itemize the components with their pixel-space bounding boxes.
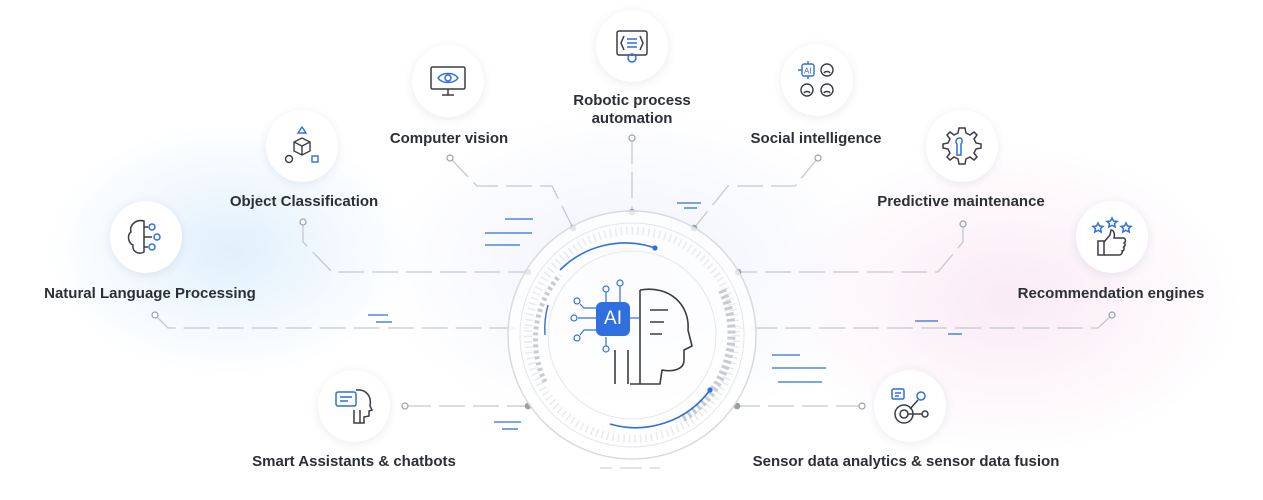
object-classification-label: Object Classification xyxy=(229,193,379,210)
shapes-cube-icon xyxy=(284,125,319,164)
ai-badge-text: AI xyxy=(604,308,622,329)
head-chat-icon xyxy=(335,389,374,424)
rpa-label-line2: automation xyxy=(591,110,673,127)
recommendation-label: Recommendation engines xyxy=(1017,285,1205,302)
recommendation-node[interactable] xyxy=(1076,201,1148,273)
computer-vision-label: Computer vision xyxy=(389,130,509,147)
brain-circuit-icon xyxy=(127,219,161,254)
predictive-maintenance-label: Predictive maintenance xyxy=(877,193,1045,210)
rpa-node[interactable] xyxy=(596,10,668,82)
rpa-label: Robotic process automation xyxy=(562,92,702,128)
sensor-fusion-label: Sensor data analytics & sensor data fusi… xyxy=(752,453,1060,470)
predictive-maintenance-node[interactable] xyxy=(926,110,998,182)
object-classification-node[interactable] xyxy=(266,110,338,182)
sensor-fusion-node[interactable] xyxy=(874,370,946,442)
thumbs-up-stars-icon xyxy=(1091,216,1133,256)
nlp-node[interactable] xyxy=(110,201,182,273)
rpa-label-line1: Robotic process xyxy=(573,92,691,109)
social-intelligence-node[interactable]: AI xyxy=(781,44,853,116)
smart-assistants-label: Smart Assistants & chatbots xyxy=(252,453,456,470)
social-intelligence-label: Social intelligence xyxy=(750,130,882,147)
sensor-chart-icon xyxy=(891,388,929,424)
nlp-label: Natural Language Processing xyxy=(44,285,256,302)
smart-assistants-node[interactable] xyxy=(318,370,390,442)
svg-text:AI: AI xyxy=(804,67,812,76)
monitor-eye-icon xyxy=(430,66,466,96)
gear-wrench-icon xyxy=(942,127,982,165)
ai-people-network-icon: AI xyxy=(798,61,834,97)
document-gear-icon xyxy=(616,30,648,63)
ai-head-icon xyxy=(614,288,693,385)
computer-vision-node[interactable] xyxy=(412,45,484,117)
